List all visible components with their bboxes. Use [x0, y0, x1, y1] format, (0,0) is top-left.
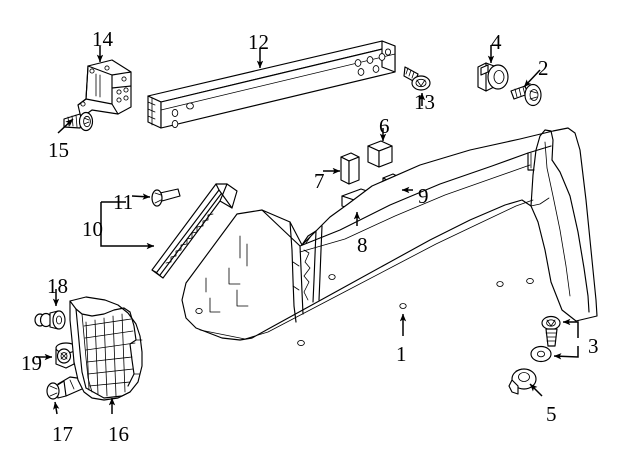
- part-15-bolt: [63, 111, 94, 132]
- part-12-reinforcement-beam: [147, 40, 396, 129]
- callout-label-8: 8: [357, 233, 368, 257]
- callout-label-17: 17: [52, 422, 73, 446]
- callout-label-4: 4: [491, 30, 502, 54]
- callout-label-11: 11: [113, 190, 134, 214]
- callout-label-3: 3: [588, 334, 599, 358]
- part-16-splash-shield: [69, 296, 143, 401]
- callout-label-12: 12: [248, 30, 269, 54]
- callout-label-9: 9: [418, 184, 429, 208]
- part-14-mounting-bracket: [77, 59, 132, 119]
- callout-label-13: 13: [414, 90, 435, 114]
- callout-label-6: 6: [379, 114, 390, 138]
- callout-label-1: 1: [396, 342, 407, 366]
- part-17-push-pin-clip: [46, 376, 85, 400]
- callout-label-10: 10: [82, 217, 103, 241]
- part-6-spacer-block: [367, 140, 393, 168]
- callout-label-14: 14: [92, 27, 113, 51]
- part-13-bolt: [403, 66, 431, 91]
- part-1-rear-bumper-cover: [181, 127, 598, 347]
- part-7-spacer-block: [340, 152, 360, 185]
- leader-lines: [36, 45, 579, 415]
- part-5-retainer-clip: [508, 368, 537, 395]
- part-2-bolt: [510, 83, 542, 107]
- part-10-side-retainer-rail: [151, 183, 238, 279]
- part-4-grommet-clip: [477, 62, 509, 92]
- callout-label-15: 15: [48, 138, 69, 162]
- part-18-push-pin-clip: [34, 310, 66, 330]
- callout-label-16: 16: [108, 422, 129, 446]
- callout-label-18: 18: [47, 274, 68, 298]
- callout-label-19: 19: [21, 351, 42, 375]
- part-11-screw: [151, 188, 181, 207]
- part-3-bolt: [541, 315, 561, 347]
- callout-label-5: 5: [546, 402, 557, 426]
- callout-label-7: 7: [314, 169, 325, 193]
- part-19-push-pin-clip: [55, 342, 77, 369]
- callout-label-2: 2: [538, 56, 549, 80]
- part-3-washer: [530, 345, 552, 363]
